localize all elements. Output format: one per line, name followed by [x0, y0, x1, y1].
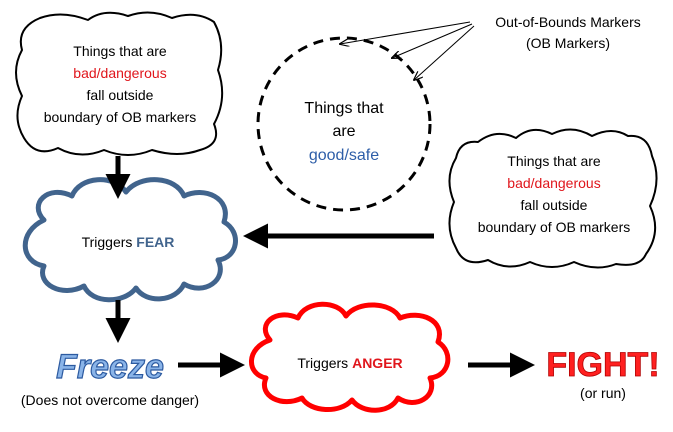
good-circle-line1: Things that — [304, 100, 384, 117]
good-circle-line3: good/safe — [309, 147, 379, 164]
fear-emphasis: FEAR — [136, 234, 174, 250]
bad-box-left-line4: boundary of OB markers — [44, 109, 197, 125]
freeze-word: Freeze — [56, 348, 164, 386]
bad-box-right-line1: Things that are — [507, 153, 601, 169]
good-circle-line2: are — [332, 123, 355, 140]
bad-box-right-outline — [448, 128, 658, 269]
bad-box-right-line2: bad/dangerous — [507, 175, 600, 191]
anger-cloud-shape — [249, 301, 451, 413]
bad-box-right-line3: fall outside — [521, 197, 588, 213]
bad-box-left-outline — [15, 11, 224, 156]
bad-box-left-line3: fall outside — [87, 87, 154, 103]
bad-box-left-line1: Things that are — [73, 43, 167, 59]
fear-cloud-label: Triggers FEAR — [82, 234, 175, 250]
ob-pointer-arrow-1 — [340, 21, 471, 44]
ob-boundary-circle — [256, 36, 432, 212]
ob-pointer-arrow-3 — [414, 25, 475, 80]
ob-markers-label-line1: Out-of-Bounds Markers — [495, 14, 641, 30]
ob-markers-label-line2: (OB Markers) — [526, 35, 610, 51]
anger-emphasis: ANGER — [352, 355, 403, 371]
bad-box-left-line2: bad/dangerous — [73, 65, 166, 81]
ob-pointer-arrow-2 — [392, 23, 473, 58]
fight-note: (or run) — [580, 385, 626, 401]
anger-cloud-label: Triggers ANGER — [297, 355, 402, 371]
fight-word: FIGHT! — [546, 346, 659, 384]
freeze-note: (Does not overcome danger) — [21, 392, 199, 408]
bad-box-right-line4: boundary of OB markers — [478, 219, 631, 235]
